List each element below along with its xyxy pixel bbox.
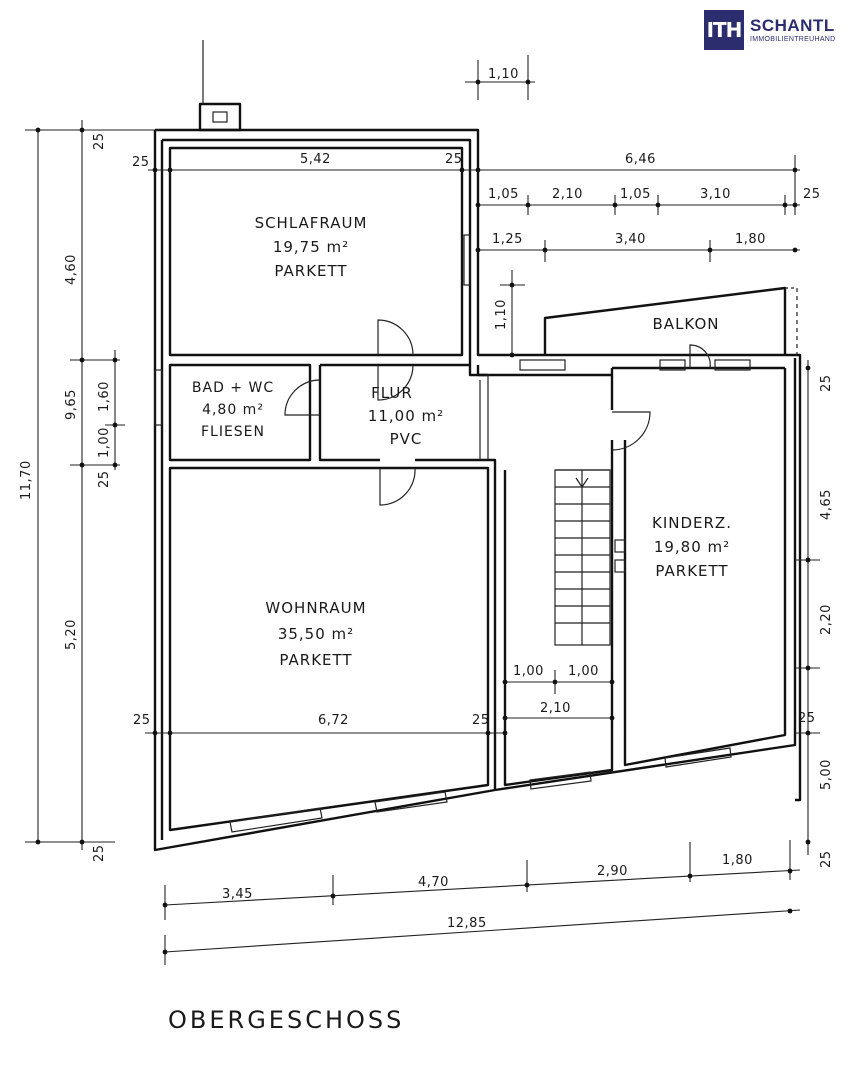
- logo-subtitle: IMMOBILIENTREUHAND: [750, 35, 836, 43]
- dim-bottom-total: 12,85: [447, 916, 487, 931]
- dim-bottom-3-45: 3,45: [222, 887, 253, 902]
- dim-bad-1-00: 1,00: [97, 427, 112, 458]
- dim-stair-b: 1,00: [568, 664, 599, 679]
- room-name: BAD + WC: [192, 380, 274, 396]
- dim-wall-25-d: 25: [472, 713, 490, 728]
- dim-wall-25-b: 25: [445, 152, 463, 167]
- dim-schlaf-width: 5,42: [300, 152, 331, 167]
- interior-walls: [168, 146, 497, 832]
- room-labels: SCHLAFRAUM 19,75 m² PARKETT BAD + WC 4,8…: [192, 214, 732, 669]
- room-area: 4,80 m²: [202, 402, 264, 418]
- dim-bottom-1-80: 1,80: [722, 853, 753, 868]
- dim-left-9-65: 9,65: [64, 389, 79, 420]
- room-area: 11,00 m²: [368, 407, 444, 425]
- dim-right-25-top: 25: [819, 374, 834, 392]
- dimension-labels: 1,10 5,42 25 25 6,46 1,05 2,10 1,05 3,10…: [19, 67, 834, 931]
- dim-r1-d: 3,10: [700, 187, 731, 202]
- company-logo: ITH SCHANTL IMMOBILIENTREUHAND: [704, 10, 836, 50]
- room-area: 35,50 m²: [278, 625, 354, 643]
- floor-plan: 1,10 5,42 25 25 6,46 1,05 2,10 1,05 3,10…: [19, 40, 834, 965]
- dim-wall-25-c: 25: [133, 713, 151, 728]
- dim-right-25-mid: 25: [798, 711, 816, 726]
- doors: [284, 319, 711, 506]
- room-kinderzimmer: KINDERZ. 19,80 m² PARKETT: [652, 514, 732, 580]
- windows: [154, 234, 751, 833]
- dim-stair-total: 2,10: [540, 701, 571, 716]
- dim-left-5-20: 5,20: [64, 619, 79, 650]
- stairs: [554, 469, 626, 646]
- dim-bottom-4-70: 4,70: [418, 875, 449, 890]
- room-schlafraum: SCHLAFRAUM 19,75 m² PARKETT: [255, 214, 368, 280]
- room-name: SCHLAFRAUM: [255, 214, 368, 232]
- dim-r1-end: 25: [803, 187, 821, 202]
- room-balkon: BALKON: [653, 315, 720, 333]
- dim-left-25-top: 25: [92, 132, 107, 150]
- dim-wall-25-a: 25: [132, 155, 150, 170]
- room-name: FLUR: [371, 384, 413, 402]
- dim-stair-a: 1,00: [513, 664, 544, 679]
- dim-r1-c: 1,05: [620, 187, 651, 202]
- logo-mark: ITH: [704, 10, 744, 50]
- dim-right-total: 6,46: [625, 152, 656, 167]
- dim-balkon-depth: 1,10: [494, 299, 509, 330]
- dim-bottom-2-90: 2,90: [597, 864, 628, 879]
- outer-walls: [153, 40, 802, 852]
- room-area: 19,75 m²: [273, 238, 349, 256]
- dim-right-25-bottom: 25: [819, 850, 834, 868]
- dimension-lines: [25, 55, 820, 965]
- room-floor: PVC: [390, 430, 423, 448]
- dim-r2-a: 1,25: [492, 232, 523, 247]
- room-floor: PARKETT: [655, 562, 728, 580]
- dim-r2-b: 3,40: [615, 232, 646, 247]
- room-name: KINDERZ.: [652, 514, 732, 532]
- floor-title: OBERGESCHOSS: [168, 1006, 405, 1034]
- room-bad-wc: BAD + WC 4,80 m² FLIESEN: [192, 380, 274, 440]
- dim-r1-b: 2,10: [552, 187, 583, 202]
- dim-left-25-bottom: 25: [92, 844, 107, 862]
- room-floor: PARKETT: [274, 262, 347, 280]
- room-wohnraum: WOHNRAUM 35,50 m² PARKETT: [265, 599, 366, 669]
- room-flur: FLUR 11,00 m² PVC: [368, 384, 444, 448]
- dim-r2-c: 1,80: [735, 232, 766, 247]
- dim-right-4-65: 4,65: [819, 489, 834, 520]
- dim-bad-1-60: 1,60: [97, 381, 112, 412]
- dim-right-5-00: 5,00: [819, 759, 834, 790]
- dim-left-outer: 11,70: [19, 460, 34, 500]
- dim-top-1-10: 1,10: [488, 67, 519, 82]
- dimension-ticks: [35, 79, 811, 955]
- dim-bad-25: 25: [97, 470, 112, 488]
- balcony: [543, 286, 798, 355]
- dim-right-2-20: 2,20: [819, 604, 834, 635]
- dim-left-4-60: 4,60: [64, 254, 79, 285]
- dim-r1-a: 1,05: [488, 187, 519, 202]
- logo-brand: SCHANTL: [750, 15, 835, 35]
- room-floor: FLIESEN: [201, 424, 265, 440]
- room-floor: PARKETT: [279, 651, 352, 669]
- room-name: BALKON: [653, 315, 720, 333]
- room-area: 19,80 m²: [654, 538, 730, 556]
- room-name: WOHNRAUM: [265, 599, 366, 617]
- dim-wohn-width: 6,72: [318, 713, 349, 728]
